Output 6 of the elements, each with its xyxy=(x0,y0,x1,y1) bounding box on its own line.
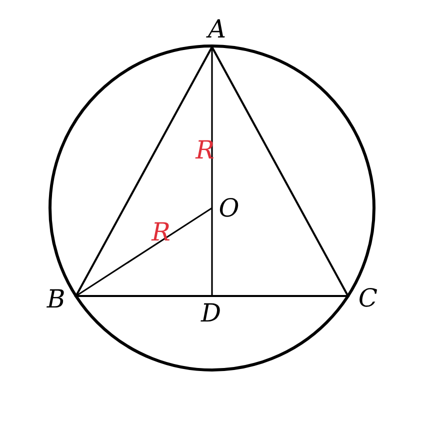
point-label: A xyxy=(208,16,226,42)
point-label: O xyxy=(218,196,240,220)
point-label: C xyxy=(358,286,378,310)
point-label: D xyxy=(200,300,222,326)
point-label: B xyxy=(46,286,66,312)
radius-label: R xyxy=(152,220,170,244)
